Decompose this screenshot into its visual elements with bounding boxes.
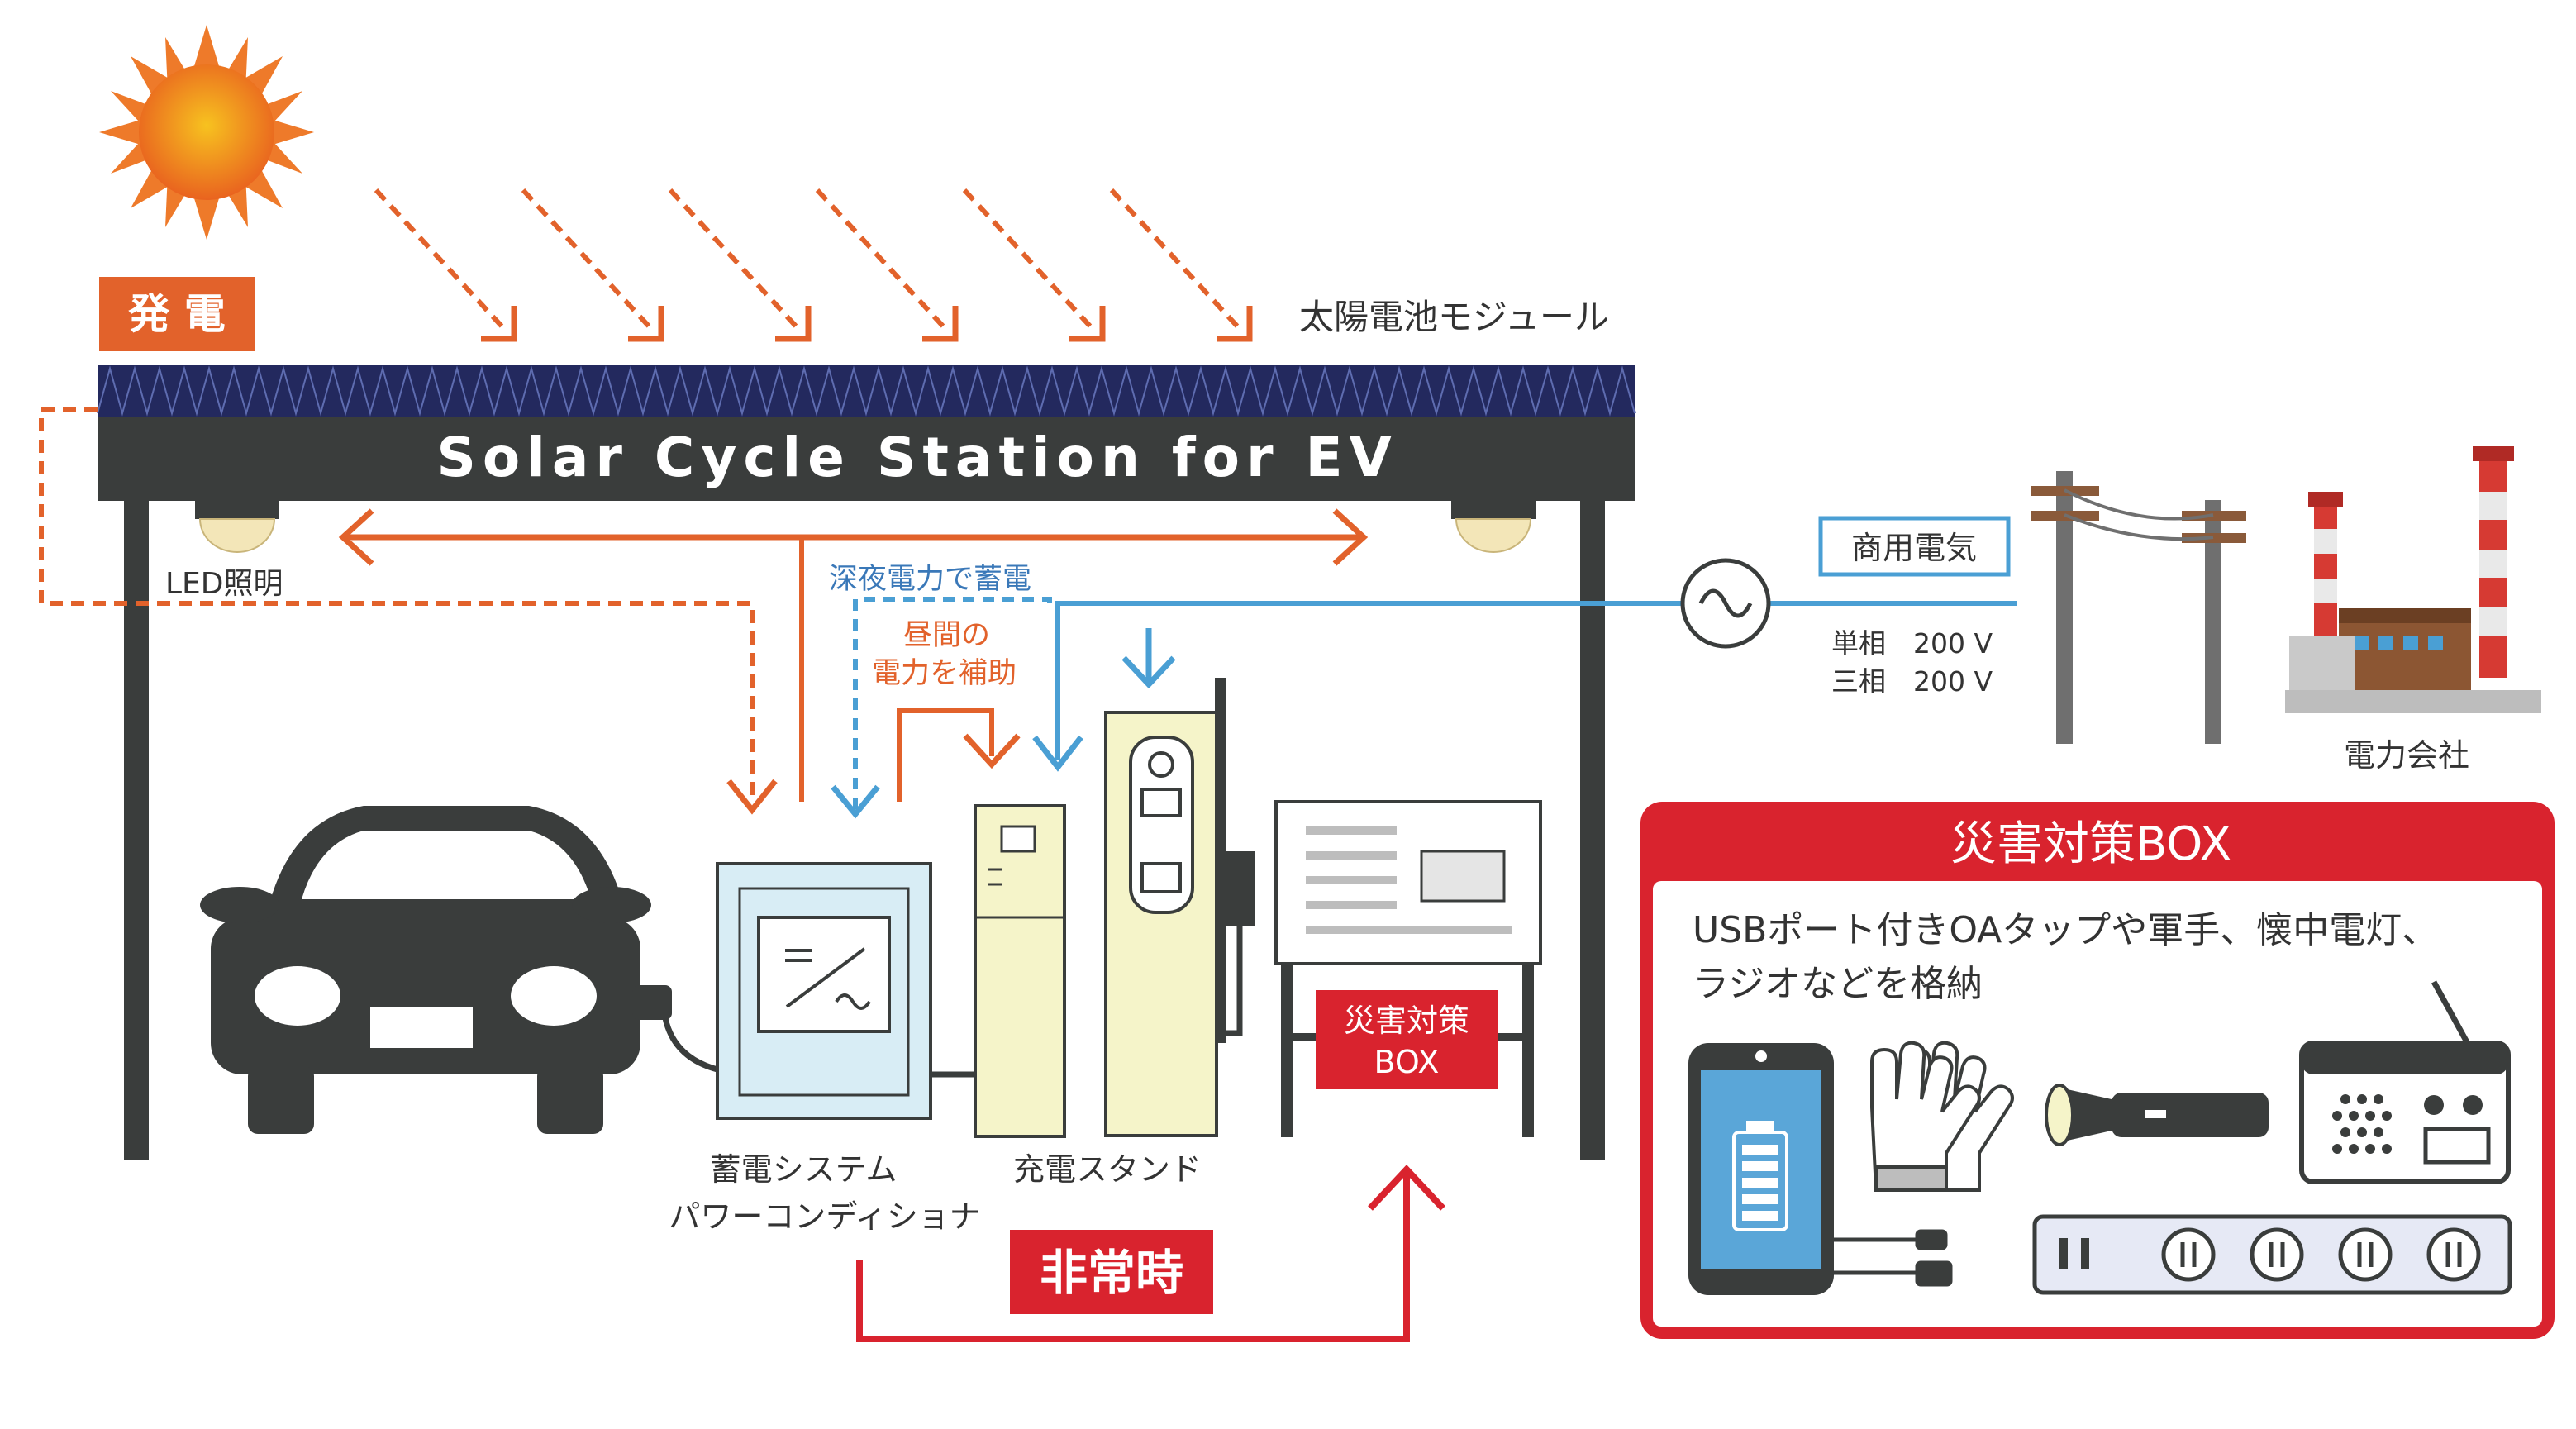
emergency-path (856, 1174, 1410, 1342)
sun-icon (99, 25, 314, 240)
single-phase-label: 単相 200 V (1831, 627, 1993, 660)
disaster-box-desc-1: USBポート付きOAタップや軍手、懐中電灯、 (1693, 909, 2438, 951)
led-light-left (195, 501, 279, 553)
ac-source-icon (1680, 558, 1771, 649)
pillar-left (124, 501, 149, 1160)
utility-pole-icon (2031, 471, 2246, 744)
led-label: LED照明 (165, 567, 283, 601)
generation-label: 発 電 (128, 290, 225, 338)
storage-label-1: 蓄電システム (710, 1151, 898, 1188)
disaster-box-desc-2: ラジオなどを格納 (1693, 963, 1983, 1005)
storage-system (716, 862, 932, 1120)
led-power-double-arrow (338, 508, 1369, 566)
radio-icon (2299, 980, 2511, 1184)
solar-panel (98, 365, 1635, 417)
power-company-label: 電力会社 (2344, 737, 2469, 774)
battery-level-bars (1742, 1145, 1778, 1221)
night-power-arrowhead (831, 784, 880, 819)
station-title: Solar Cycle Station for EV (436, 426, 1398, 489)
disaster-box-title: 災害対策BOX (1950, 817, 2231, 871)
emergency-arrowhead (1368, 1165, 1445, 1211)
battery-icon (1732, 1121, 1788, 1231)
charging-stand-label: 充電スタンド (1013, 1151, 1202, 1188)
led-light-right (1451, 501, 1536, 553)
usb-cables (1834, 1229, 1953, 1287)
three-phase-label: 三相 200 V (1831, 665, 1993, 698)
commercial-power-label: 商用電気 (1851, 530, 1977, 566)
daytime-label-1: 昼間の (903, 619, 990, 652)
generation-badge (99, 277, 255, 351)
pillar-right (1580, 501, 1605, 1160)
disaster-box-sign-line2: BOX (1374, 1044, 1440, 1080)
daytime-support-arrowhead (963, 733, 1021, 769)
daytime-label-2: 電力を補助 (872, 657, 1017, 690)
radio-speaker-dots (2332, 1094, 2392, 1154)
emergency-badge (1010, 1230, 1213, 1314)
factory-icon (2285, 446, 2541, 713)
sunlight-arrows (374, 188, 1244, 333)
disaster-box-sign-line1: 災害対策 (1344, 1003, 1469, 1039)
emergency-label: 非常時 (1040, 1245, 1183, 1301)
commercial-power-arrowhead (1032, 735, 1083, 772)
power-strip-icon (2032, 1214, 2512, 1295)
sunlight-arrowheads (481, 306, 1253, 342)
car-icon (200, 806, 672, 1134)
solar-module-label: 太陽電池モジュール (1299, 297, 1609, 337)
commercial-power-badge (1818, 516, 2011, 577)
solar-to-storage-arrowhead (726, 779, 778, 815)
solar-to-storage-dashed-path (39, 407, 755, 802)
charging-stand (1104, 678, 1255, 1137)
storage-label-2: パワーコンディショナ (669, 1198, 980, 1235)
solar-panel-pattern (97, 365, 1636, 417)
gloves-icon (1870, 1041, 2014, 1192)
daytime-support-path (897, 708, 994, 802)
charger-feed-arrowhead (1121, 655, 1176, 689)
flashlight-icon (2045, 1084, 2269, 1146)
night-power-dashed-path (853, 597, 1052, 810)
disaster-box-sign (1316, 990, 1498, 1089)
night-power-label: 深夜電力で蓄電 (829, 563, 1031, 596)
canopy-roof (98, 417, 1635, 501)
battery-cabinet (974, 804, 1066, 1138)
